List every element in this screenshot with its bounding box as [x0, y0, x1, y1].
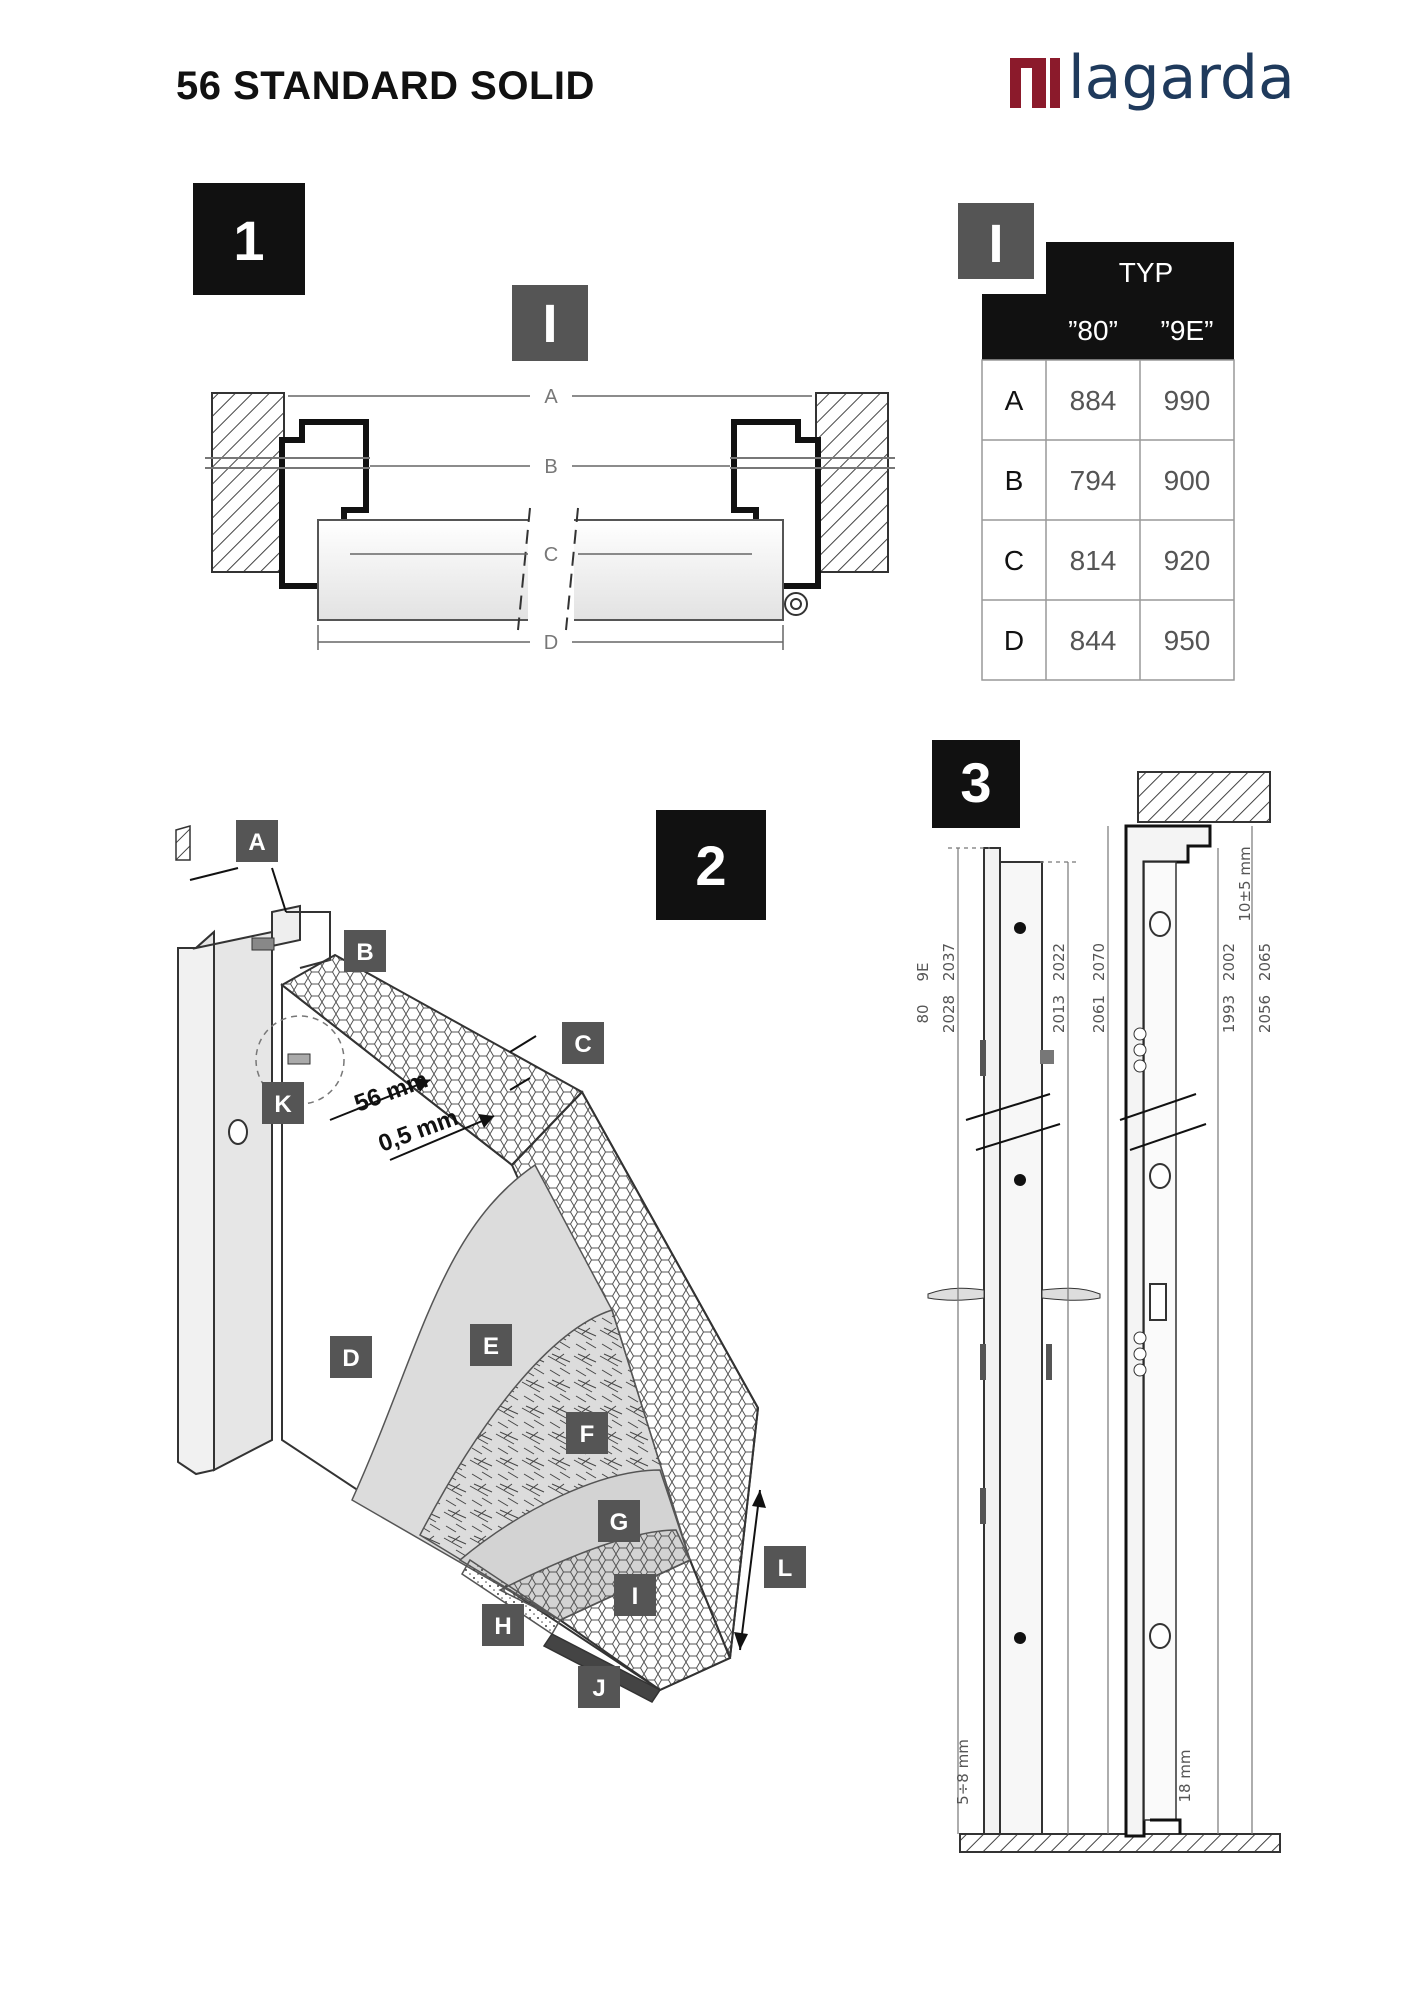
svg-text:990: 990: [1164, 385, 1211, 416]
section-mark-i: I: [542, 294, 557, 354]
svg-text:A: A: [1005, 385, 1024, 416]
svg-text:2022: 2022: [1050, 943, 1068, 981]
door-leaf-cutaway: [280, 953, 760, 1703]
panel-1: 1 I: [193, 183, 895, 654]
svg-text:D: D: [342, 1345, 359, 1372]
svg-text:2056: 2056: [1256, 995, 1274, 1033]
svg-text:B: B: [1005, 465, 1024, 496]
tag-f: F: [566, 1412, 608, 1454]
svg-text:2013: 2013: [1050, 995, 1068, 1033]
svg-text:B: B: [356, 939, 373, 966]
svg-text:884: 884: [1070, 385, 1117, 416]
table-section-mark: I: [988, 214, 1003, 274]
tag-j: J: [578, 1666, 620, 1708]
anchor-left: [205, 457, 370, 469]
dimension-d-label: D: [544, 632, 558, 654]
svg-text:844: 844: [1070, 625, 1117, 656]
dimension-d: D: [317, 625, 784, 654]
svg-text:2070: 2070: [1090, 943, 1108, 981]
tag-i: I: [614, 1574, 656, 1616]
panel-2: 2: [175, 810, 806, 1708]
frame-post: [177, 904, 331, 1476]
tag-a: A: [236, 820, 278, 862]
svg-text:2065: 2065: [1256, 943, 1274, 981]
table-col-9e: ”9E”: [1161, 315, 1214, 346]
panel-3-number: 3: [960, 751, 991, 814]
door-handle-icon: [927, 1287, 1101, 1301]
table-row: C 814 920: [1004, 545, 1210, 576]
svg-text:E: E: [483, 1333, 499, 1360]
svg-text:C: C: [1004, 545, 1024, 576]
svg-text:2037: 2037: [940, 943, 958, 981]
dimension-c-label: C: [544, 544, 558, 566]
dimension-c: C: [350, 544, 752, 566]
vertical-dimensions: [948, 826, 1253, 1834]
svg-text:1993: 1993: [1220, 995, 1238, 1033]
svg-text:5÷8 mm: 5÷8 mm: [954, 1739, 972, 1805]
tag-e: E: [470, 1324, 512, 1366]
brand-mark-icon: [1010, 58, 1060, 108]
tag-h: H: [482, 1604, 524, 1646]
svg-text:C: C: [574, 1031, 591, 1058]
table-col-80: ”80”: [1068, 315, 1118, 346]
svg-text:A: A: [248, 829, 265, 856]
svg-text:794: 794: [1070, 465, 1117, 496]
svg-text:J: J: [592, 1675, 605, 1702]
svg-text:H: H: [494, 1613, 511, 1640]
svg-text:L: L: [778, 1555, 793, 1582]
svg-text:80: 80: [914, 1004, 932, 1023]
dimension-a-label: A: [544, 386, 558, 408]
dimension-b: B: [370, 456, 730, 478]
svg-text:K: K: [274, 1091, 292, 1118]
svg-text:2028: 2028: [940, 995, 958, 1033]
tag-l: L: [764, 1546, 806, 1588]
panel-2-number: 2: [695, 834, 726, 897]
panel-1-number: 1: [233, 209, 264, 272]
svg-text:2002: 2002: [1220, 943, 1238, 981]
door-leaf-section: [317, 505, 808, 631]
tag-g: G: [598, 1500, 640, 1542]
panel-3: 3: [914, 740, 1281, 1853]
svg-text:950: 950: [1164, 625, 1211, 656]
brand-name: lagarda: [1068, 52, 1295, 113]
wall-right: [815, 392, 889, 573]
table-type-label: TYP: [1119, 257, 1173, 288]
tag-k: K: [262, 1082, 304, 1124]
dimension-a: A: [288, 386, 812, 408]
svg-text:G: G: [610, 1509, 629, 1536]
door-leaf-elevation: [927, 847, 1101, 1835]
svg-text:2061: 2061: [1090, 995, 1108, 1033]
svg-text:814: 814: [1070, 545, 1117, 576]
svg-text:18 mm: 18 mm: [1176, 1749, 1194, 1802]
svg-text:920: 920: [1164, 545, 1211, 576]
svg-text:I: I: [632, 1583, 639, 1610]
svg-text:D: D: [1004, 625, 1024, 656]
dimension-labels-door: 80 9E 2028 2037 2013 2022 2061 2070 5÷8 …: [914, 943, 1108, 1805]
svg-text:10±5 mm: 10±5 mm: [1236, 846, 1254, 921]
page-title: 56 STANDARD SOLID: [176, 64, 595, 108]
table-row: B 794 900: [1005, 465, 1211, 496]
table-row: A 884 990: [1005, 385, 1211, 416]
svg-text:9E: 9E: [914, 962, 932, 981]
dimension-labels-frame: 1993 2002 2056 2065 10±5 mm 18 mm: [1176, 846, 1274, 1802]
frame-elevation: [1119, 824, 1212, 1838]
dimension-table: I TYP ”80” ”9E” A 884 990 B 794 900 C 81…: [958, 203, 1235, 681]
table-row: D 844 950: [1004, 625, 1210, 656]
tag-c: C: [562, 1022, 604, 1064]
svg-text:F: F: [580, 1421, 595, 1448]
tag-b: B: [344, 930, 386, 972]
svg-text:900: 900: [1164, 465, 1211, 496]
tag-d: D: [330, 1336, 372, 1378]
brand-logo: lagarda: [1010, 52, 1295, 113]
dimension-b-label: B: [544, 456, 557, 478]
wall-left: [211, 392, 285, 573]
anchor-right: [730, 457, 895, 469]
